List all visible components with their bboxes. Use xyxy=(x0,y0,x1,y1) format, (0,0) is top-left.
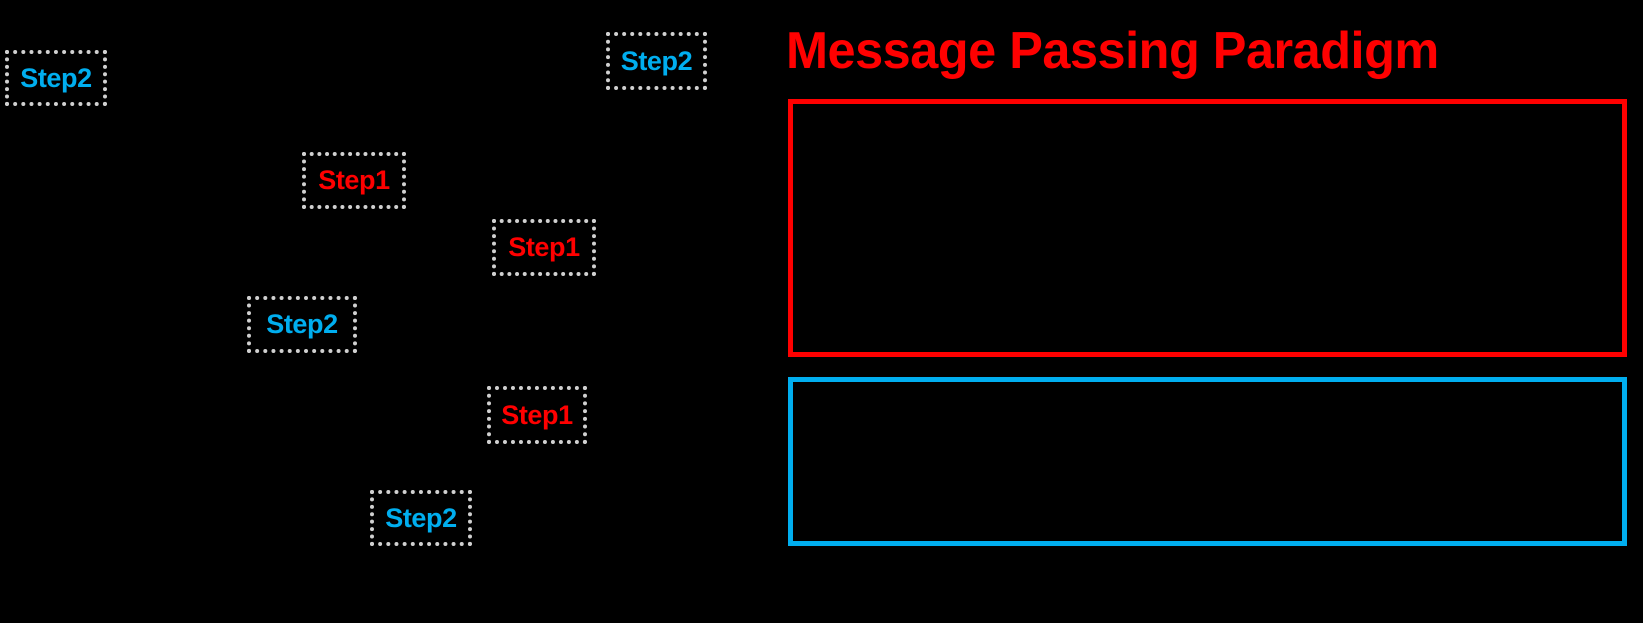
badge-step2[interactable]: Step2 xyxy=(370,490,472,546)
badge-step2[interactable]: Step2 xyxy=(606,32,707,90)
badge-step1[interactable]: Step1 xyxy=(302,152,406,209)
badge-step2[interactable]: Step2 xyxy=(247,296,357,353)
badge-step1[interactable]: Step1 xyxy=(492,219,596,276)
badge-step2[interactable]: Step2 xyxy=(5,50,107,106)
page-title: Message Passing Paradigm xyxy=(786,22,1439,80)
blue-panel xyxy=(788,377,1627,546)
red-panel xyxy=(788,99,1627,357)
badge-step1[interactable]: Step1 xyxy=(487,386,587,444)
